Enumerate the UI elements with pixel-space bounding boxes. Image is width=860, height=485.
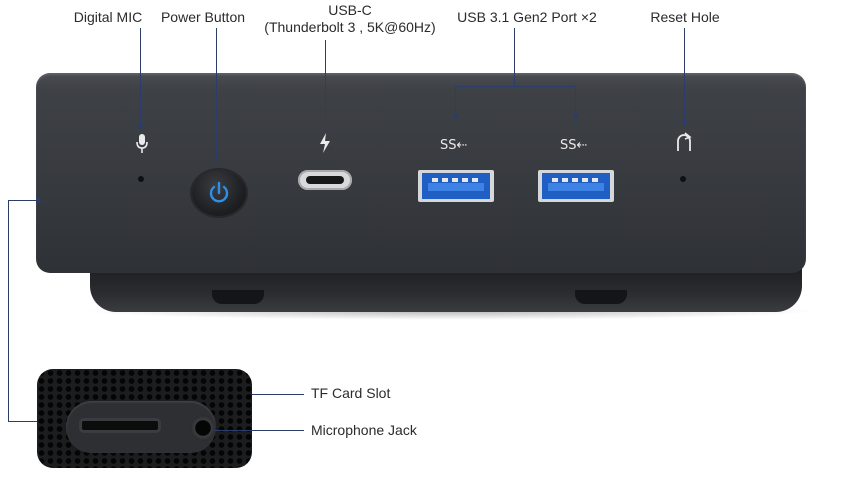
power-icon <box>209 181 229 203</box>
side-bracket-dot <box>36 198 41 203</box>
usb-superspeed-icon: SS⇠ <box>440 138 468 153</box>
microphone-jack <box>190 415 216 441</box>
leader-line-power <box>216 28 217 161</box>
leader-dot-usb-left <box>453 114 458 119</box>
leader-line-usb-left <box>455 86 456 116</box>
usb-a-port-right <box>538 170 614 202</box>
label-usb-c-detail: (Thunderbolt 3 , 5K@60Hz) <box>264 19 436 35</box>
usb-superspeed-icon: SS⇠ <box>560 138 588 153</box>
leader-line-usb-right <box>575 86 576 116</box>
leader-line-usb-bar <box>455 86 575 87</box>
label-microphone-jack: Microphone Jack <box>311 422 417 438</box>
reset-icon <box>677 132 692 151</box>
reset-hole <box>680 176 686 182</box>
label-reset-hole: Reset Hole <box>650 9 720 25</box>
leader-dot-reset <box>682 120 687 125</box>
usb-c-port <box>298 170 352 190</box>
tf-card-slot <box>82 421 158 430</box>
side-bracket-top <box>8 200 38 201</box>
leader-dot-usb-right <box>573 114 578 119</box>
device-foot-left <box>212 290 264 304</box>
microphone-icon <box>136 134 148 153</box>
leader-line-mic-jack <box>214 430 304 431</box>
side-bracket-vertical <box>8 200 9 422</box>
leader-line-usb-stem <box>514 28 515 86</box>
side-bracket-bottom <box>8 421 38 422</box>
usb-a-port-left <box>418 170 494 202</box>
thunderbolt-icon <box>320 133 330 153</box>
label-usb-c: USB-C <box>328 2 372 18</box>
leader-line-usbc <box>325 40 326 130</box>
leader-line-reset <box>684 28 685 122</box>
device-base <box>90 268 802 312</box>
label-usb-ports: USB 3.1 Gen2 Port ×2 <box>457 9 597 25</box>
mic-hole <box>138 176 144 182</box>
label-digital-mic: Digital MIC <box>73 9 143 25</box>
power-button <box>192 170 246 216</box>
leader-line-tf <box>252 394 304 395</box>
leader-dot-mic <box>138 124 143 129</box>
leader-line-mic <box>140 28 141 128</box>
label-power-button: Power Button <box>160 9 246 25</box>
device-foot-right <box>575 290 627 304</box>
label-tf-card-slot: TF Card Slot <box>311 385 391 401</box>
